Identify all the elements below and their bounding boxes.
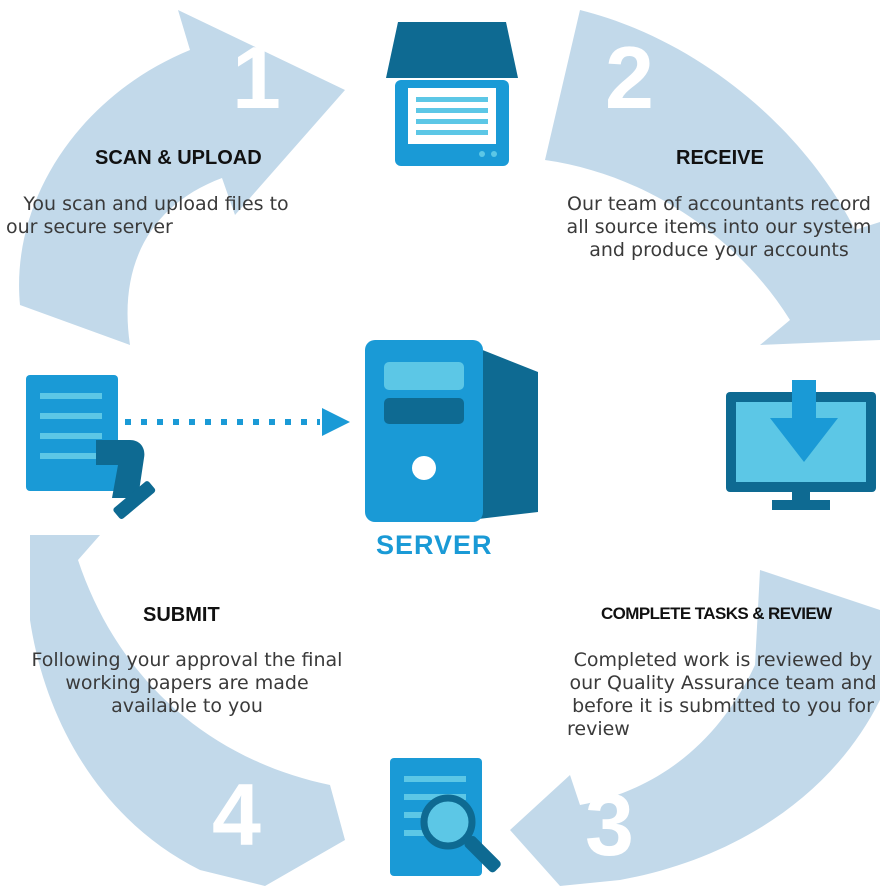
step-number-2: 2 (605, 28, 654, 127)
step-number-1: 1 (232, 28, 281, 127)
cycle-arrows (19, 10, 880, 886)
step-3-title: COMPLETE TASKS & REVIEW (601, 604, 832, 623)
step-number-4: 4 (212, 765, 261, 864)
step-1-description: You scan and upload files to our secure … (6, 193, 306, 239)
step-3-description: Completed work is reviewed by our Qualit… (567, 649, 879, 741)
cycle-arrow-1 (19, 10, 346, 345)
cycle-arrow-2 (545, 10, 880, 345)
step-3-line-3: before it is submitted to you for (572, 695, 874, 717)
monitor-download-icon (726, 380, 876, 510)
scanner-icon (386, 22, 518, 166)
step-3-line-2: our Quality Assurance team and (569, 672, 877, 694)
step-1-line-1: You scan and upload files to (23, 193, 289, 215)
cycle-arrow-3 (510, 570, 880, 886)
step-4-line-2: working papers are made (65, 672, 309, 694)
step-2-line-3: and produce your accounts (589, 239, 849, 261)
step-number-3: 3 (585, 775, 634, 874)
step-3-line-1: Completed work is reviewed by (573, 649, 873, 671)
step-4-line-3: available to you (111, 695, 263, 717)
step-4-description: Following your approval the final workin… (22, 649, 352, 718)
step-2-line-1: Our team of accountants record (567, 193, 871, 215)
step-2-description: Our team of accountants record all sourc… (560, 193, 878, 262)
upload-connector-arrow (125, 408, 350, 436)
cycle-arrow-4 (30, 535, 345, 886)
step-4-title: SUBMIT (143, 604, 220, 626)
step-numbers: 1 2 3 4 (212, 28, 654, 874)
step-3-line-4: review (567, 718, 630, 740)
step-2-title: RECEIVE (676, 147, 764, 169)
step-2-line-2: all source items into our system (566, 216, 872, 238)
server-icon (365, 340, 538, 522)
server-label: SERVER (376, 530, 493, 560)
document-hand-icon (26, 375, 156, 519)
step-1-line-2: our secure server (6, 216, 173, 238)
step-4-line-1: Following your approval the final (31, 649, 343, 671)
step-1-title: SCAN & UPLOAD (95, 147, 262, 169)
document-magnifier-icon (390, 758, 501, 876)
